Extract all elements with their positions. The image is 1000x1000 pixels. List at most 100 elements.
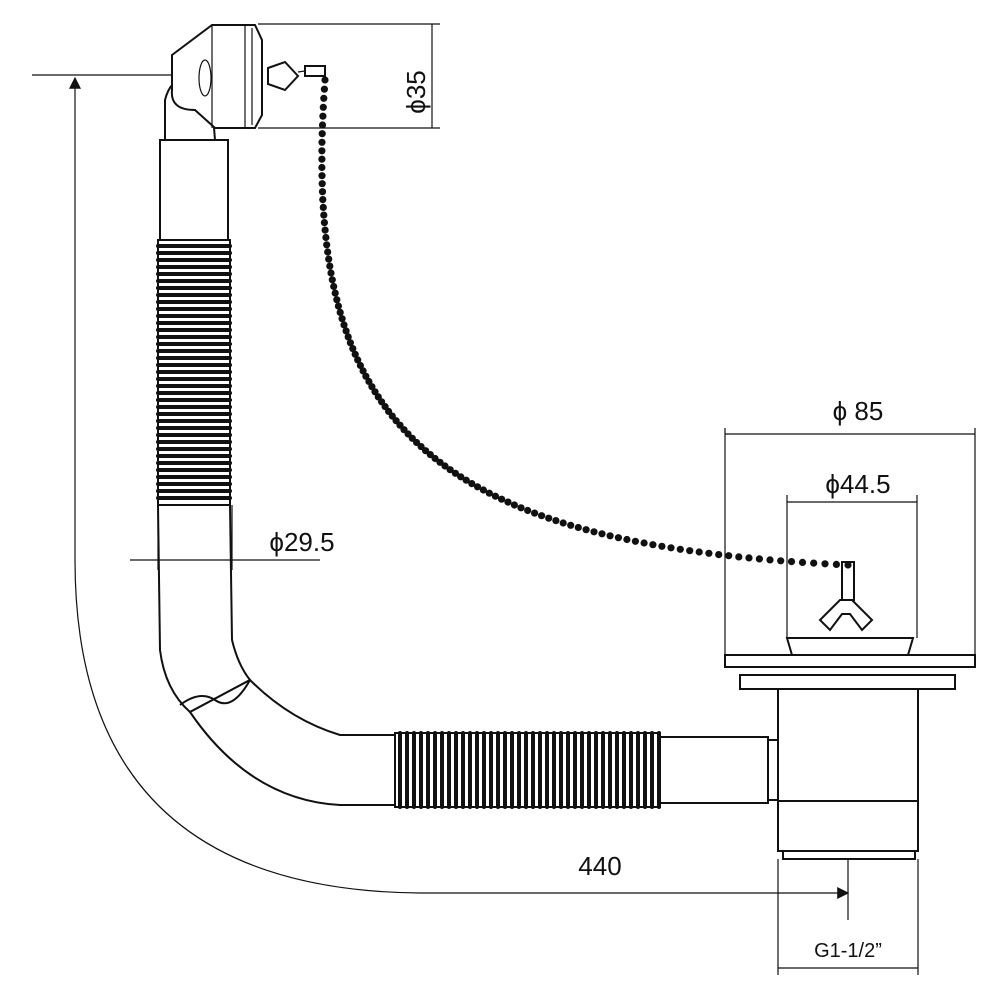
hose-rib xyxy=(156,370,232,374)
dim-length: 440 xyxy=(578,851,621,881)
chain-bead xyxy=(614,534,623,542)
chain-bead xyxy=(686,547,694,555)
chain-bead xyxy=(318,155,326,163)
hose-rib xyxy=(482,731,486,809)
hose-rib xyxy=(489,731,493,809)
hose-rib xyxy=(156,363,232,367)
chain-bead xyxy=(504,498,512,506)
chain-bead xyxy=(319,203,327,211)
hose-rib xyxy=(573,731,577,809)
chain-bead xyxy=(334,302,342,310)
chain-bead xyxy=(510,501,518,509)
chain-bead xyxy=(322,233,330,242)
dim-waste-inner-diameter: ϕ44.5 xyxy=(825,469,890,499)
hose-rib xyxy=(545,731,549,809)
hose-rib xyxy=(454,731,458,809)
chain-bead xyxy=(531,509,539,517)
hose-rib xyxy=(156,307,232,311)
hose-rib xyxy=(594,731,598,809)
chain-bead xyxy=(798,558,807,567)
hose-rib xyxy=(156,349,232,353)
hose-rib xyxy=(156,286,232,290)
hose-rib xyxy=(531,731,535,809)
hose-rib xyxy=(419,731,423,809)
hose-rib xyxy=(503,731,507,809)
chain-bead xyxy=(336,308,344,316)
chain-bead xyxy=(640,539,648,547)
chain-bead xyxy=(844,561,852,569)
hose-rib xyxy=(622,731,626,809)
chain-bead xyxy=(832,560,841,569)
chain-bead xyxy=(777,557,785,565)
chain-bead xyxy=(598,530,606,538)
hose-rib xyxy=(608,731,612,809)
dimension-lines xyxy=(32,23,976,975)
hose-rib xyxy=(156,405,232,409)
chain-bead xyxy=(606,532,614,540)
hose-rib xyxy=(156,293,232,297)
hose-rib xyxy=(156,489,232,493)
hose-rib xyxy=(517,731,521,809)
hose-rib xyxy=(475,731,479,809)
chain-bead xyxy=(725,552,733,560)
hose-rib xyxy=(156,447,232,451)
chain-bead xyxy=(338,315,346,323)
chain-bead xyxy=(810,559,818,567)
chain-bead xyxy=(326,262,334,270)
hose-rib xyxy=(156,468,232,472)
hose-rib xyxy=(156,398,232,402)
hose-rib xyxy=(156,377,232,381)
chain-bead xyxy=(331,289,339,297)
hose-rib xyxy=(156,433,232,437)
chain-bead xyxy=(590,528,598,536)
hose-rib xyxy=(510,731,514,809)
chain-bead xyxy=(318,180,326,188)
hose-rib xyxy=(496,731,500,809)
hose-rib xyxy=(156,419,232,423)
chain-bead xyxy=(318,188,327,196)
chain-bead xyxy=(649,541,657,549)
chain-bead xyxy=(623,535,631,544)
hose-rib xyxy=(156,300,232,304)
hose-rib xyxy=(156,251,232,255)
chain-bead xyxy=(517,504,525,512)
hose-rib xyxy=(156,342,232,346)
chain-bead xyxy=(705,549,713,557)
chain-bead xyxy=(330,282,338,291)
chain-bead xyxy=(766,556,774,564)
chain-bead xyxy=(321,76,329,84)
hose-rib xyxy=(580,731,584,809)
chain-bead xyxy=(325,255,333,263)
chain-bead xyxy=(491,492,499,500)
chain-bead xyxy=(567,521,575,529)
dim-overflow-diameter: ϕ35 xyxy=(401,70,431,113)
hose-rib xyxy=(156,265,232,269)
hose-rib xyxy=(156,426,232,430)
hose-rib xyxy=(156,356,232,360)
hose-rib xyxy=(398,731,402,809)
chain-bead xyxy=(320,85,328,93)
hose-rib xyxy=(538,731,542,809)
hose-rib xyxy=(636,731,640,809)
chain-bead xyxy=(318,172,326,180)
chain-bead xyxy=(695,548,703,556)
hose-rib xyxy=(440,731,444,809)
chain-bead xyxy=(676,545,684,553)
hose-rib xyxy=(156,440,232,444)
hose-rib xyxy=(433,731,437,809)
hose-rib xyxy=(629,731,633,809)
hose-rib xyxy=(566,731,570,809)
chain-bead xyxy=(755,555,764,563)
hose-rib xyxy=(643,731,647,809)
hose-rib xyxy=(156,475,232,479)
chain-bead xyxy=(631,537,640,545)
hose-rib xyxy=(156,496,232,500)
hose-rib xyxy=(156,314,232,318)
chain-bead xyxy=(320,94,328,102)
chain-bead xyxy=(821,560,829,568)
hose-rib xyxy=(552,731,556,809)
hose-rib xyxy=(559,731,563,809)
hose-rib xyxy=(447,731,451,809)
chain-bead xyxy=(524,506,532,515)
hose-rib xyxy=(156,272,232,276)
